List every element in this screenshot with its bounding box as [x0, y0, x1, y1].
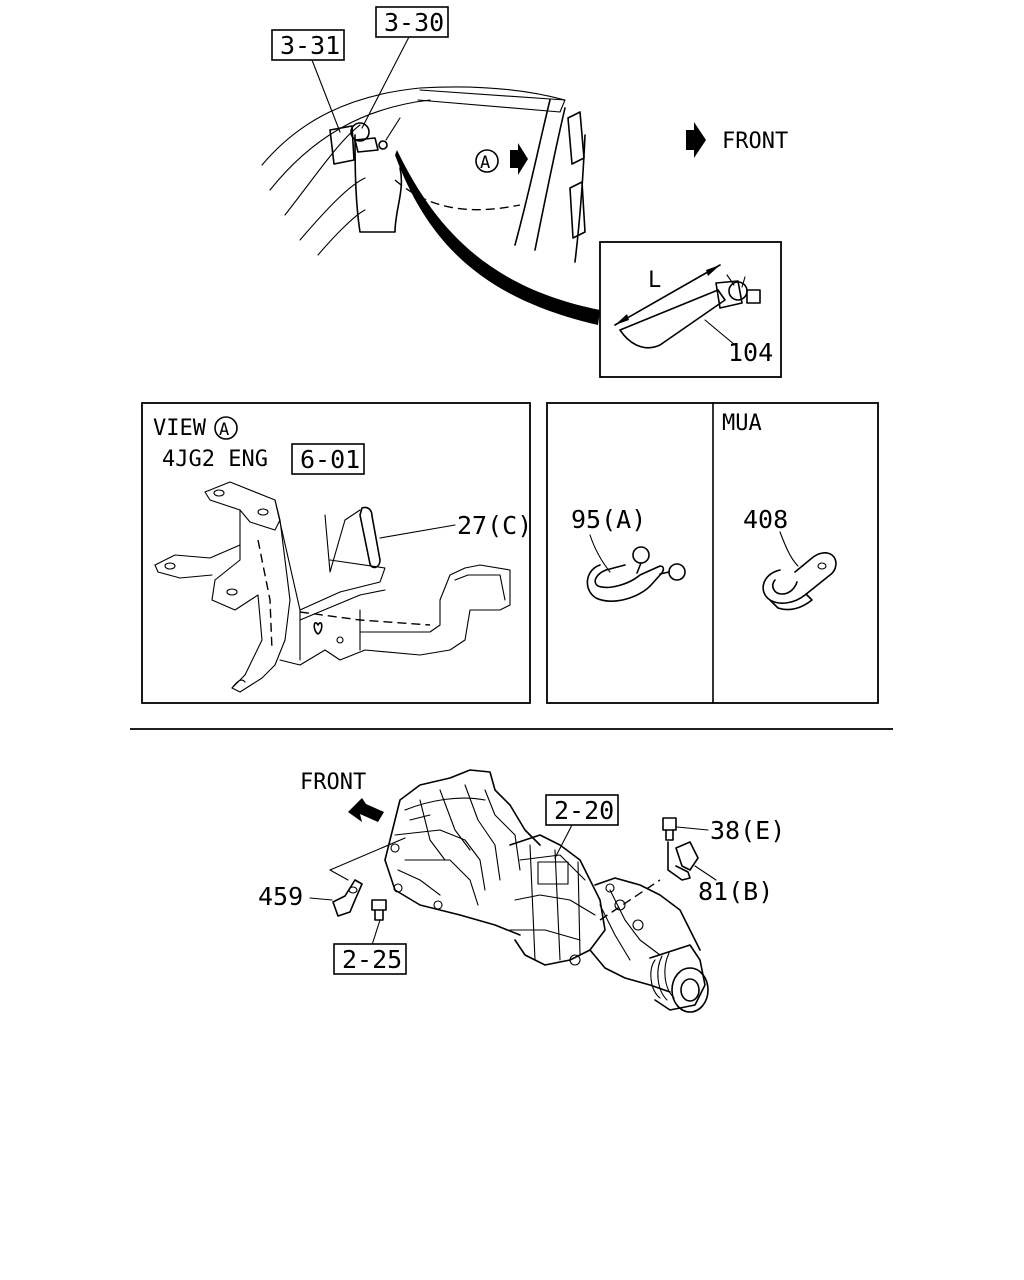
svg-text:408: 408 [743, 505, 788, 534]
transmission-view: FRONT [258, 769, 785, 1013]
detail-box-104: L 104 [599, 241, 782, 378]
svg-text:3-31: 3-31 [280, 31, 340, 60]
view-direction-arrow-icon [510, 143, 528, 175]
callout-3-30: 3-30 [375, 6, 449, 38]
svg-text:4JG2 ENG: 4JG2 ENG [162, 447, 268, 472]
svg-text:A: A [480, 153, 490, 173]
svg-text:38(E): 38(E) [710, 816, 785, 845]
svg-text:2-20: 2-20 [554, 796, 614, 825]
part-408-clamp: 408 [743, 505, 837, 611]
frame-bracket-illustration [154, 481, 511, 693]
part-38e-bolt: 38(E) [662, 816, 785, 845]
svg-text:A: A [219, 420, 229, 440]
transmission-illustration [384, 769, 709, 1013]
part-81b-bracket: 81(B) [667, 841, 773, 906]
svg-text:3-30: 3-30 [384, 8, 444, 37]
part-459-bracket: 459 [258, 879, 363, 917]
svg-text:FRONT: FRONT [722, 129, 788, 154]
callout-6-01 [291, 443, 365, 475]
front-arrow-icon-bottom [348, 798, 384, 822]
top-cab-illustration [261, 34, 600, 325]
svg-text:81(B): 81(B) [698, 877, 773, 906]
svg-text:L: L [648, 268, 661, 293]
callout-2-25: 2-25 [333, 899, 407, 975]
parts-panel: 95(A) MUA 408 [546, 402, 879, 704]
svg-text:104: 104 [728, 338, 773, 367]
svg-text:27(C): 27(C) [457, 511, 532, 540]
svg-text:2-25: 2-25 [342, 945, 402, 974]
svg-text:95(A): 95(A) [571, 505, 646, 534]
svg-text:459: 459 [258, 882, 303, 911]
callout-2-20: 2-20 [545, 794, 619, 859]
view-a-panel: VIEW A 4JG2 ENG 6-01 [141, 402, 532, 704]
front-arrow-icon [686, 122, 706, 158]
svg-text:VIEW: VIEW [153, 416, 207, 441]
svg-text:MUA: MUA [722, 411, 762, 436]
callout-3-31: 3-31 [271, 29, 345, 61]
view-a-marker: A [475, 143, 528, 175]
svg-text:6-01: 6-01 [300, 445, 360, 474]
svg-text:FRONT: FRONT [300, 770, 366, 795]
front-indicator-top: FRONT [686, 122, 788, 158]
part-95a-clip: 95(A) [571, 505, 686, 602]
